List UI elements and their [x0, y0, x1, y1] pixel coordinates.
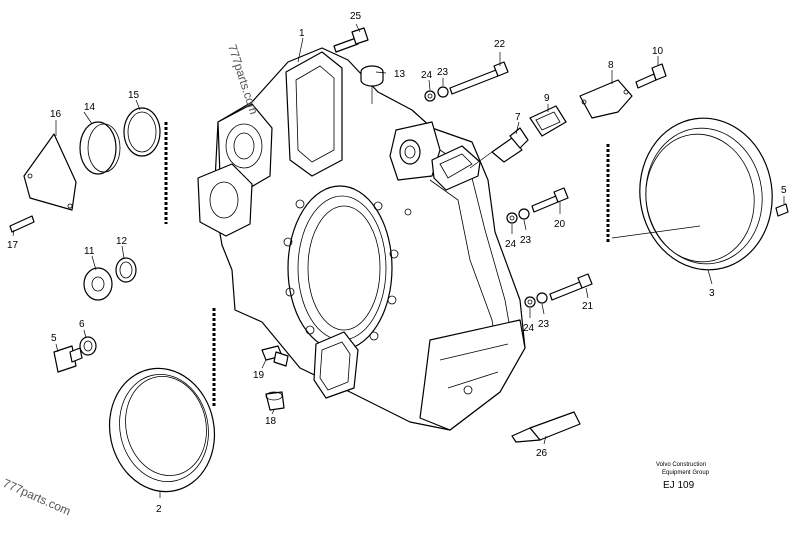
cover-part-8 — [579, 79, 633, 119]
callout-7: 7 — [515, 112, 521, 123]
bolt-part-10 — [635, 63, 667, 89]
watermark-top: 777parts.com — [225, 43, 261, 116]
callout-18: 18 — [265, 416, 277, 427]
callout-21: 21 — [582, 301, 594, 312]
seal-ring-part-15 — [123, 107, 161, 157]
callout-12: 12 — [116, 236, 128, 247]
callout-23-top: 23 — [437, 67, 449, 78]
callout-10: 10 — [652, 46, 664, 57]
callout-labels: 1 2 3 5 5 6 7 8 9 10 11 12 13 14 15 16 1… — [7, 11, 787, 515]
plug-part-18 — [265, 391, 285, 411]
callout-6: 6 — [79, 319, 85, 330]
callout-13: 13 — [394, 69, 406, 80]
callout-16: 16 — [50, 109, 62, 120]
callout-17: 17 — [7, 240, 19, 251]
callout-20: 20 — [554, 219, 566, 230]
bolt-part-17 — [9, 215, 35, 233]
callout-24-top: 24 — [421, 70, 433, 81]
callout-23-low: 23 — [538, 319, 550, 330]
callout-5-left: 5 — [51, 333, 57, 344]
alignment-brackets — [164, 122, 610, 408]
callout-11: 11 — [84, 246, 95, 257]
plug-part-11 — [83, 267, 113, 301]
callout-25: 25 — [350, 11, 362, 22]
callout-2: 2 — [156, 504, 162, 515]
washer-part-6 — [79, 336, 97, 356]
callout-3: 3 — [709, 288, 715, 299]
fitting-part-19 — [261, 345, 289, 367]
leader-lines — [12, 23, 785, 498]
callout-24-low: 24 — [523, 323, 535, 334]
callout-9: 9 — [544, 93, 550, 104]
plug-part-5-left — [53, 345, 83, 373]
callout-19: 19 — [253, 370, 265, 381]
callout-15: 15 — [128, 90, 140, 101]
gasket-part-9 — [529, 105, 567, 137]
bolt-part-20 — [506, 187, 569, 224]
stud-part-22 — [424, 61, 509, 102]
bolt-part-5 — [775, 203, 789, 217]
seal-part-2 — [108, 367, 216, 493]
sealant-tube-part-26 — [511, 411, 581, 443]
bolt-part-21 — [524, 273, 593, 308]
callout-24-mid: 24 — [505, 239, 517, 250]
callout-22: 22 — [494, 39, 506, 50]
callout-23-mid: 23 — [520, 235, 532, 246]
bolt-part-25 — [333, 27, 369, 53]
ring-part-12 — [115, 257, 137, 283]
callout-8: 8 — [608, 60, 614, 71]
cover-part-16 — [23, 133, 77, 211]
footer-block: Volvo Construction Equipment Group EJ 10… — [656, 462, 710, 491]
callout-26: 26 — [536, 448, 548, 459]
cover-part-14 — [79, 121, 121, 175]
callout-1: 1 — [299, 28, 305, 39]
footer-code: EJ 109 — [663, 480, 695, 491]
callout-5: 5 — [781, 185, 787, 196]
callout-14: 14 — [84, 102, 96, 113]
seal-part-3 — [611, 117, 773, 271]
flywheel-housing — [197, 47, 526, 431]
watermark-bottom: 777parts.com — [1, 476, 73, 518]
sensor-part-7 — [469, 127, 529, 169]
plug-part-13 — [360, 65, 384, 104]
footer-line1: Volvo Construction — [656, 462, 706, 468]
footer-line2: Equipment Group — [662, 470, 710, 476]
